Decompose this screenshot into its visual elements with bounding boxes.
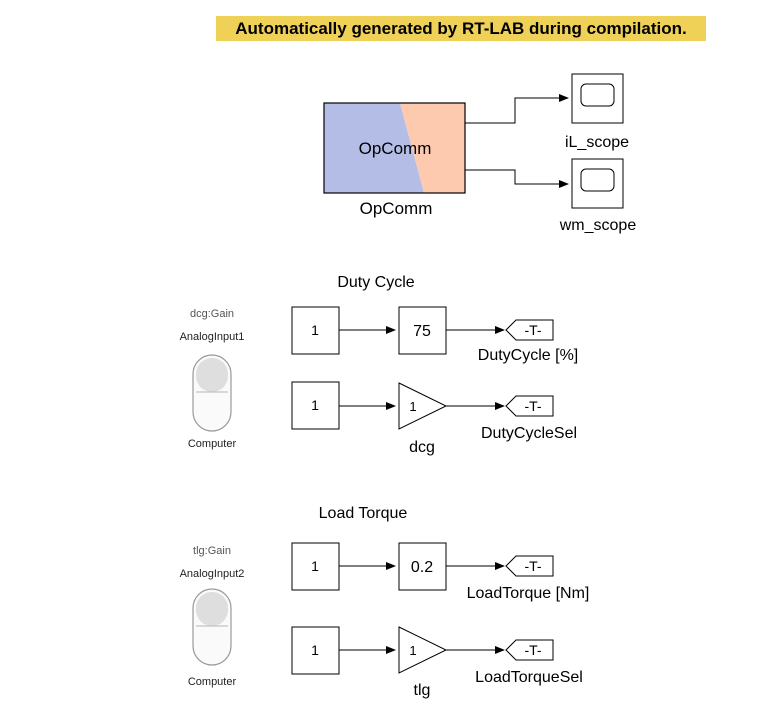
signal-line-il <box>465 94 569 124</box>
constant-block[interactable]: 1 <box>291 381 340 430</box>
il-scope-name: iL_scope <box>565 134 629 151</box>
goto-name: DutyCycleSel <box>481 425 577 442</box>
goto-tag: -T- <box>524 642 541 658</box>
constant-block[interactable]: 1 <box>291 306 340 355</box>
constant-block[interactable]: 1 <box>291 542 340 591</box>
scope-icon <box>580 168 615 192</box>
wm-scope-name: wm_scope <box>559 217 637 234</box>
gain-block[interactable]: 75 <box>398 306 447 355</box>
constant-value: 1 <box>311 558 319 574</box>
constant-block[interactable]: 1 <box>291 626 340 675</box>
gain-value: 75 <box>413 323 431 340</box>
constant-value: 1 <box>311 642 319 658</box>
slider-footer: Computer <box>188 438 237 450</box>
triangle-gain-value: 1 <box>409 399 416 414</box>
gain-triangle-tlg[interactable]: 1 <box>398 626 448 674</box>
analog-input1-slider[interactable] <box>192 354 232 432</box>
wm-scope-block[interactable] <box>571 158 624 209</box>
load-torque-title: Load Torque <box>319 505 408 522</box>
triangle-gain-value: 1 <box>409 643 416 658</box>
goto-block-load-torque-sel[interactable]: -T- <box>505 639 554 661</box>
gain-triangle-dcg[interactable]: 1 <box>398 382 448 430</box>
signal-line-wm <box>465 169 569 188</box>
opcomm-block[interactable]: OpComm <box>323 102 466 194</box>
il-scope-block[interactable] <box>571 73 624 124</box>
slider-name: AnalogInput2 <box>180 568 245 580</box>
slider-param-label: tlg:Gain <box>193 545 231 557</box>
opcomm-name: OpComm <box>360 199 433 218</box>
gain-block[interactable]: 0.2 <box>398 542 447 591</box>
gain-value: 0.2 <box>411 559 433 576</box>
goto-block-load-torque[interactable]: -T- <box>505 555 554 577</box>
slider-name: AnalogInput1 <box>180 331 245 343</box>
opcomm-right-fill <box>400 103 465 193</box>
goto-block-duty-cycle[interactable]: -T- <box>505 319 554 341</box>
slider-param-label: dcg:Gain <box>190 308 234 320</box>
goto-name: LoadTorqueSel <box>475 669 583 686</box>
scope-icon <box>580 83 615 107</box>
analog-input2-slider[interactable] <box>192 588 232 666</box>
opcomm-left-fill <box>324 103 424 193</box>
goto-tag: -T- <box>524 558 541 574</box>
opcomm-inner-label: OpComm <box>359 139 432 158</box>
constant-value: 1 <box>311 322 319 338</box>
constant-value: 1 <box>311 397 319 413</box>
slider-footer: Computer <box>188 676 237 688</box>
goto-name: DutyCycle [%] <box>478 347 578 364</box>
goto-block-duty-cycle-sel[interactable]: -T- <box>505 395 554 417</box>
goto-tag: -T- <box>524 398 541 414</box>
triangle-gain-name: tlg <box>414 682 431 699</box>
goto-tag: -T- <box>524 322 541 338</box>
triangle-gain-name: dcg <box>409 439 435 456</box>
goto-name: LoadTorque [Nm] <box>467 585 590 602</box>
duty-cycle-title: Duty Cycle <box>337 274 414 291</box>
compilation-banner: Automatically generated by RT-LAB during… <box>216 16 706 41</box>
